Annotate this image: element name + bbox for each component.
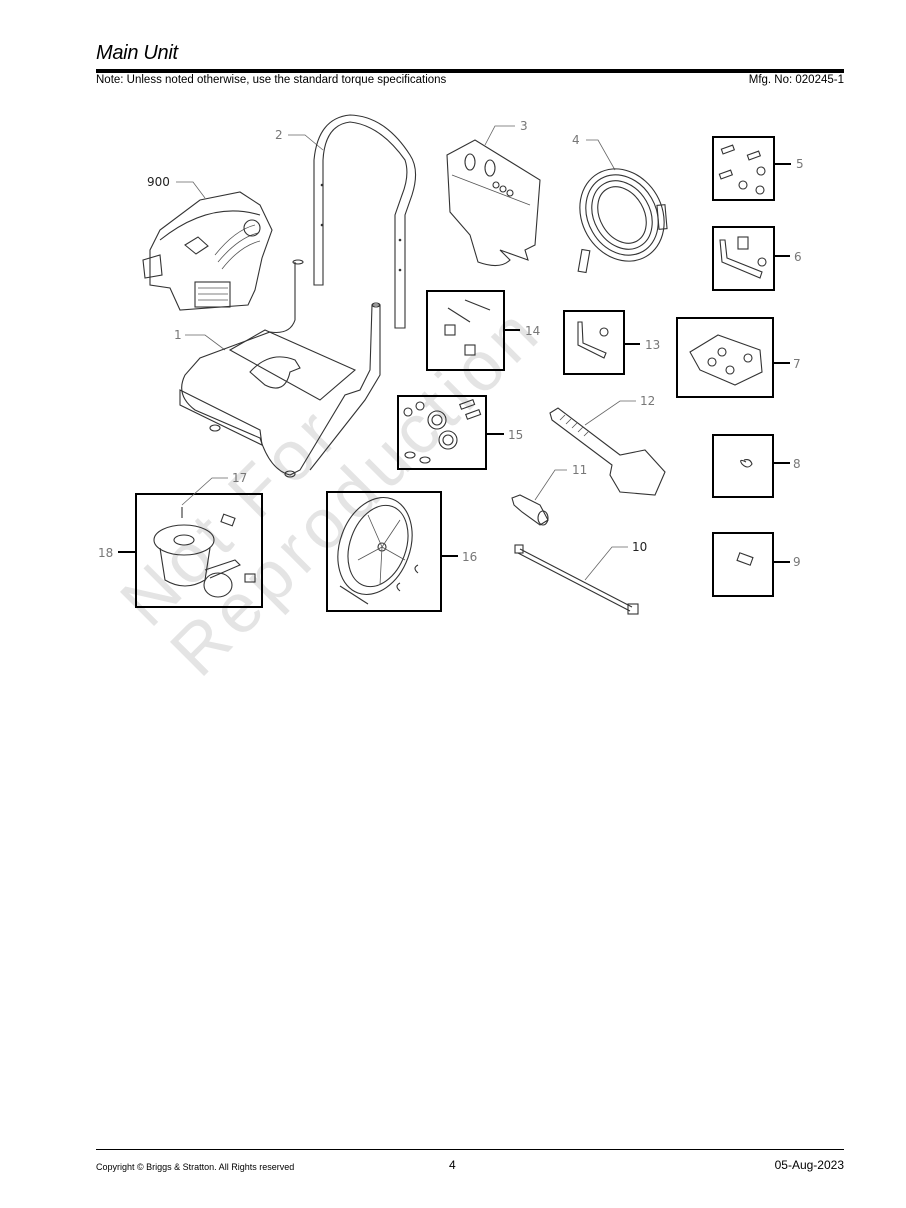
callout-8: 8 [793, 457, 801, 471]
parts-diagram: Not For Reproduction 900 2 1 [98, 114, 804, 691]
part-9-box: 9 [712, 532, 801, 597]
callout-2: 2 [275, 128, 283, 142]
callout-6: 6 [794, 250, 802, 264]
spray-gun-illustration: 12 [549, 394, 666, 496]
part-13-box: 13 [563, 310, 660, 375]
callout-13: 13 [645, 338, 660, 352]
part-15-box: 15 [397, 395, 523, 470]
lance-illustration: 10 [514, 540, 647, 615]
callout-15: 15 [508, 428, 523, 442]
part-8-box: 8 [712, 434, 801, 498]
engine-illustration: 900 [142, 175, 273, 311]
callout-16: 16 [462, 550, 477, 564]
part-16-box: 16 [326, 491, 477, 612]
part-5-box: 5 [712, 136, 804, 201]
mfg-number: Mfg. No: 020245-1 [748, 74, 844, 86]
callout-17: 17 [232, 471, 247, 485]
part-14-box: 14 [426, 290, 540, 371]
callout-7: 7 [793, 357, 801, 371]
hose-illustration: 4 [572, 133, 668, 274]
part-18-box: 18 17 [98, 471, 263, 608]
callout-5: 5 [796, 157, 804, 171]
callout-11: 11 [572, 463, 587, 477]
footer-divider [96, 1149, 844, 1150]
bracket-illustration: 3 [446, 119, 541, 267]
callout-900: 900 [147, 175, 170, 189]
part-7-box: 7 [676, 317, 801, 398]
callout-4: 4 [572, 133, 580, 147]
callout-18: 18 [98, 546, 113, 560]
handle-illustration: 2 [275, 114, 417, 329]
base-frame-illustration: 1 [174, 259, 381, 478]
callout-3: 3 [520, 119, 528, 133]
publish-date: 05-Aug-2023 [774, 1158, 844, 1172]
part-6-box: 6 [712, 226, 802, 291]
copyright-text: Copyright © Briggs & Stratton. All Right… [96, 1162, 295, 1172]
callout-14: 14 [525, 324, 540, 338]
callout-1: 1 [174, 328, 182, 342]
title-divider [96, 69, 844, 73]
nozzle-illustration: 11 [511, 463, 587, 526]
callout-9: 9 [793, 555, 801, 569]
page-title: Main Unit [96, 42, 178, 64]
torque-note: Note: Unless noted otherwise, use the st… [96, 74, 447, 86]
page-number: 4 [449, 1158, 456, 1172]
callout-12: 12 [640, 394, 655, 408]
callout-10: 10 [632, 540, 647, 554]
